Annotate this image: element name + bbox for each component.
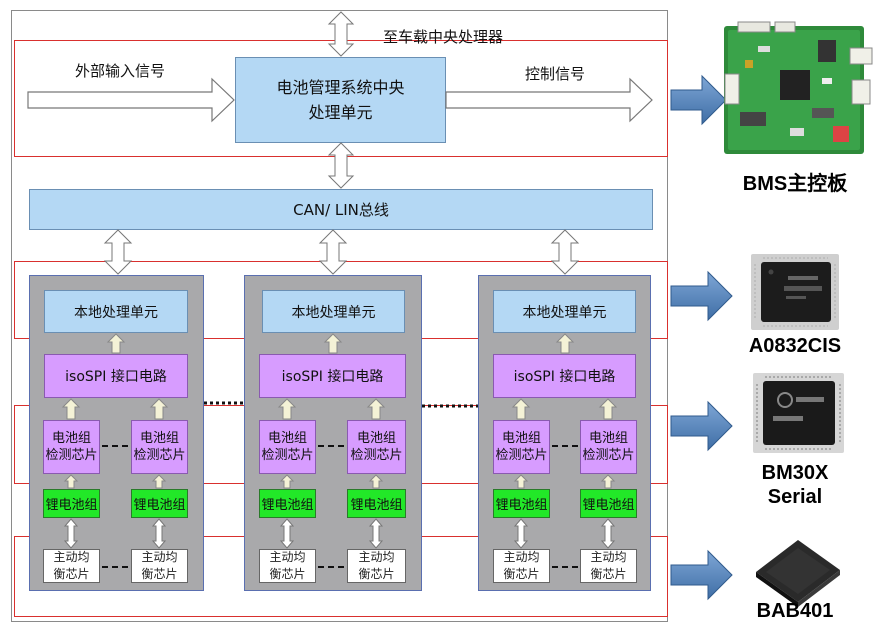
lithium-battery-pack: 锂电池组 [580,489,637,518]
lithium-battery-pack: 锂电池组 [259,489,316,518]
small-double-arrow [279,518,295,549]
external-input-label: 外部输入信号 [75,62,166,80]
cpu-bus-arrow [327,142,355,189]
up-arrow [366,398,386,420]
small-double-arrow [368,518,384,549]
bms-board-arrow [670,74,727,126]
local-processing-unit: 本地处理单元 [493,290,636,333]
local-processing-unit: 本地处理单元 [44,290,188,333]
lithium-battery-pack: 锂电池组 [43,489,100,518]
battery-detection-chip: 电池组 检测芯片 [43,420,100,474]
lithium-battery-pack: 锂电池组 [347,489,406,518]
active-balancing-chip: 主动均 衡芯片 [131,549,188,583]
control-signal-label: 控制信号 [525,65,586,83]
battery-detection-chip: 电池组 检测芯片 [493,420,550,474]
up-arrow [511,398,531,420]
up-arrow [106,333,126,354]
a0832-chip-photo [751,254,839,330]
active-balancing-chip: 主动均 衡芯片 [43,549,100,583]
battery-detection-chip: 电池组 检测芯片 [259,420,316,474]
bus-module-arrow [103,229,133,275]
isospi-interface-circuit: isoSPI 接口电路 [259,354,406,398]
bab401-label: BAB401 [756,600,834,622]
small-double-arrow [513,518,529,549]
up-arrow [598,398,618,420]
up-arrow [513,474,529,489]
up-arrow [368,474,384,489]
bab401-chip-photo [756,540,840,607]
lithium-battery-pack: 锂电池组 [493,489,550,518]
battery-detection-chip: 电池组 检测芯片 [347,420,406,474]
a0832cis-label: A0832CIS [748,335,842,357]
bus-module-arrow [550,229,580,275]
isospi-interface-circuit: isoSPI 接口电路 [44,354,188,398]
up-arrow [63,474,79,489]
active-balancing-chip: 主动均 衡芯片 [493,549,550,583]
bm30x-arrow [670,400,733,452]
bms-board-photo [724,21,873,154]
bus-module-arrow [318,229,348,275]
active-balancing-chip: 主动均 衡芯片 [347,549,406,583]
battery-detection-chip: 电池组 检测芯片 [580,420,637,474]
local-processing-unit: 本地处理单元 [262,290,405,333]
lithium-battery-pack: 锂电池组 [131,489,188,518]
input-signal-arrow [27,77,235,123]
up-arrow [555,333,575,354]
bab401-arrow [670,549,733,601]
active-balancing-chip: 主动均 衡芯片 [259,549,316,583]
isospi-interface-circuit: isoSPI 接口电路 [493,354,636,398]
up-arrow [279,474,295,489]
central-processor-label: 至车载中央处理器 [383,28,504,46]
battery-detection-chip: 电池组 检测芯片 [131,420,188,474]
small-double-arrow [151,518,167,549]
up-arrow [323,333,343,354]
small-double-arrow [63,518,79,549]
central-link-arrow [327,11,355,57]
a0832-arrow [670,270,733,322]
can-lin-bus: CAN/ LIN总线 [29,189,653,230]
up-arrow [600,474,616,489]
small-double-arrow [600,518,616,549]
up-arrow [277,398,297,420]
bms-board-label: BMS主控板 [742,173,848,195]
bm30x-serial-label: BM30X Serial [761,462,829,508]
up-arrow [149,398,169,420]
active-balancing-chip: 主动均 衡芯片 [580,549,637,583]
up-arrow [61,398,81,420]
output-signal-arrow [445,77,653,123]
bm30x-chip-photo [753,373,844,453]
up-arrow [151,474,167,489]
bms-central-processing-unit: 电池管理系统中央 处理单元 [235,57,446,143]
